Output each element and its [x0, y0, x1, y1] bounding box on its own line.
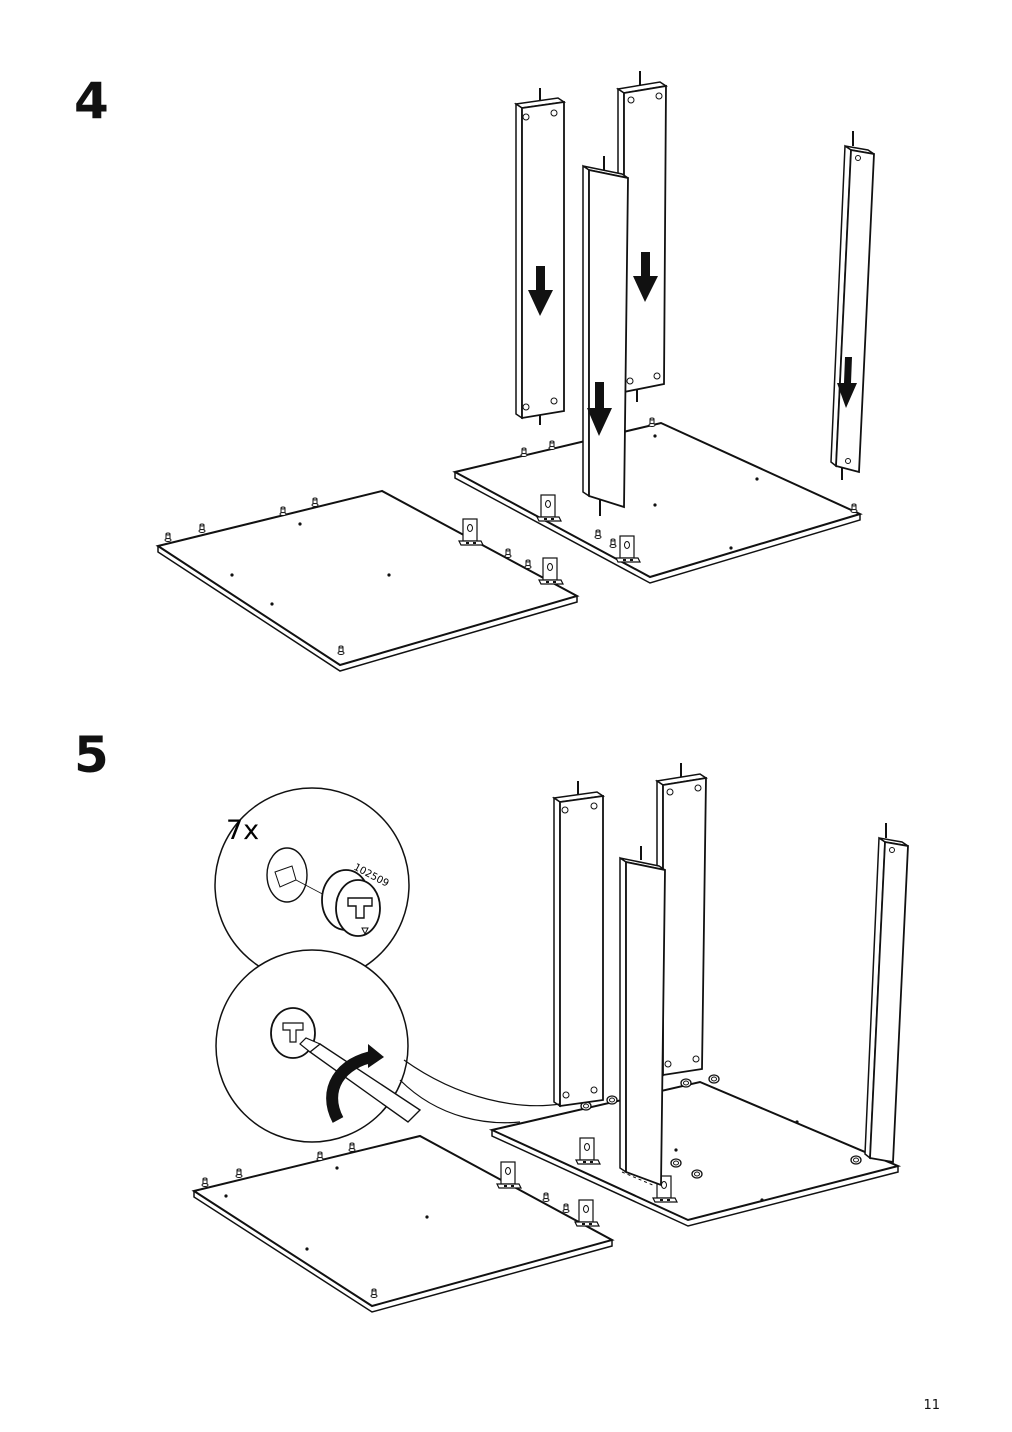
quantity-label: 7x — [226, 815, 259, 846]
right-panel — [452, 417, 863, 584]
assembled-frame — [488, 1074, 902, 1227]
step-5-number: 5 — [74, 726, 109, 784]
detail-bubble-camlock — [214, 787, 410, 983]
step-4-illustration — [155, 71, 875, 672]
detail-bubble-screwdriver — [215, 949, 561, 1143]
leg-far-right — [830, 131, 875, 480]
leg-far-right-attached — [864, 823, 909, 1164]
left-panel — [155, 489, 580, 672]
step-5-illustration: 7x 102509 — [191, 763, 909, 1313]
leg-back-left-attached — [551, 781, 606, 1108]
page-number: 11 — [923, 1398, 940, 1413]
step-4-number: 4 — [74, 72, 109, 130]
leg-front-attached — [619, 846, 666, 1187]
leg-back-left — [513, 88, 567, 425]
leg-front — [582, 156, 629, 516]
left-panel-loose — [191, 1134, 615, 1313]
